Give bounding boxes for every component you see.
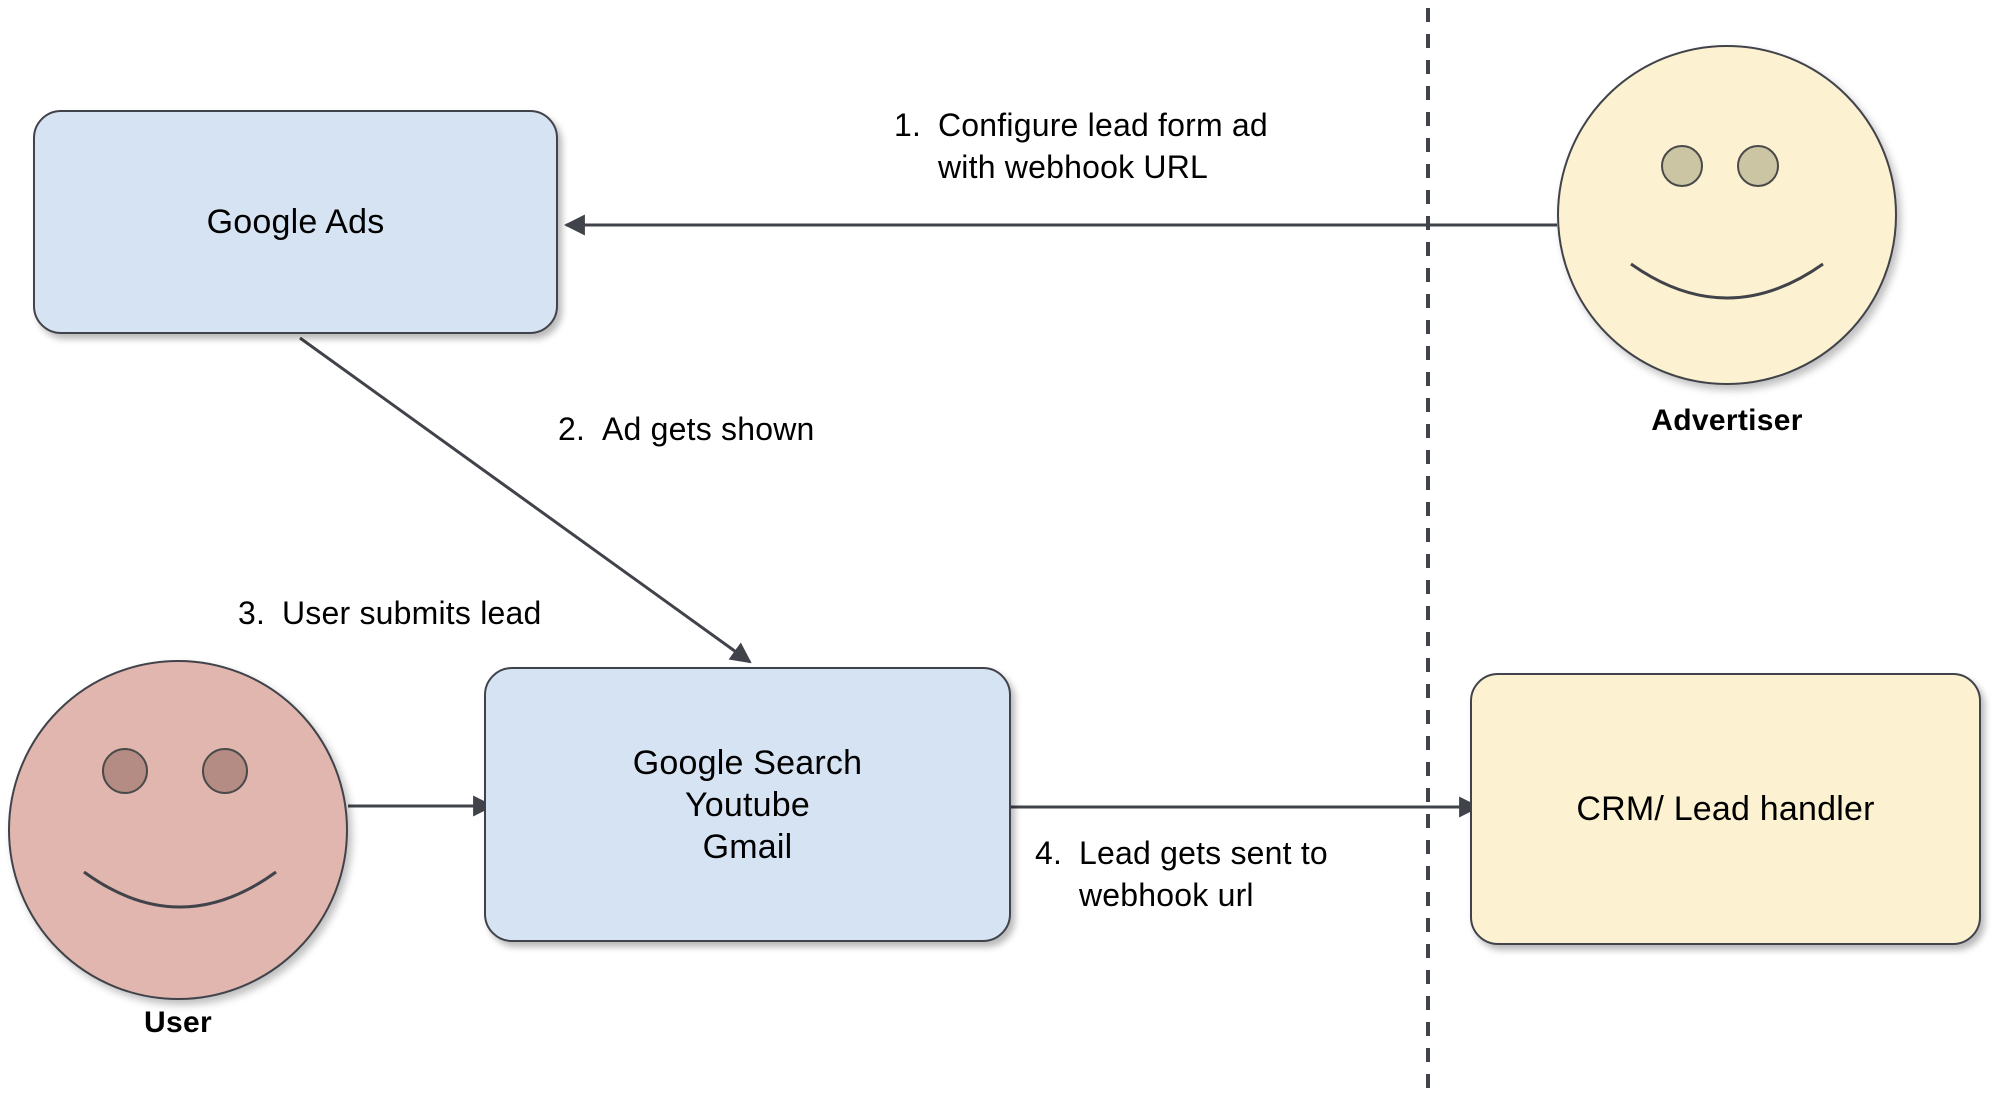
edge-label-step-1-number: 1. [894,107,922,143]
node-google-properties-line-1: Google Search [632,743,863,782]
smile-icon [83,870,277,909]
edge-label-step-4-text: Lead gets sent to webhook url [1079,835,1328,913]
eye-left-icon [102,748,148,794]
actor-user-label: User [144,1006,212,1039]
node-crm-lead-handler[interactable]: CRM/ Lead handler [1470,673,1981,945]
eye-right-icon [1737,145,1779,187]
eye-left-icon [1661,145,1703,187]
edge-label-step-2-number: 2. [558,411,586,447]
actor-user[interactable] [8,660,348,1000]
eye-right-icon [202,748,248,794]
edge-label-step-2: 2. Ad gets shown [558,408,815,450]
edge-label-step-4-number: 4. [1035,835,1063,871]
smile-icon [1630,262,1824,300]
smiley-face-icon [1557,45,1897,385]
edge-google-ads-to-properties [299,336,752,664]
smiley-face-icon [8,660,348,1000]
actor-advertiser[interactable] [1557,45,1897,385]
edge-label-step-3-number: 3. [238,595,266,631]
node-google-ads[interactable]: Google Ads [33,110,558,334]
edge-label-step-3: 3. User submits lead [238,592,542,634]
edge-label-step-1: 1. Configure lead form ad with webhook UR… [894,104,1394,188]
node-google-properties-line-3: Gmail [702,827,793,866]
edge-label-step-3-text: User submits lead [282,595,542,631]
node-google-properties-line-2: Youtube [685,785,810,824]
node-google-ads-label: Google Ads [207,201,385,243]
actor-advertiser-label: Advertiser [1651,404,1803,437]
node-google-ads-line-1: Google Ads [206,203,385,241]
node-google-properties[interactable]: Google Search Youtube Gmail [484,667,1011,942]
node-crm-line-1: CRM/ Lead handler [1576,790,1875,828]
edge-label-step-1-text: Configure lead form ad with webhook URL [938,107,1268,185]
edge-label-step-4: 4. Lead gets sent to webhook url [1035,832,1415,916]
edge-label-step-2-text: Ad gets shown [602,411,815,447]
node-google-properties-label: Google Search Youtube Gmail [633,742,862,868]
node-crm-label: CRM/ Lead handler [1576,788,1874,830]
